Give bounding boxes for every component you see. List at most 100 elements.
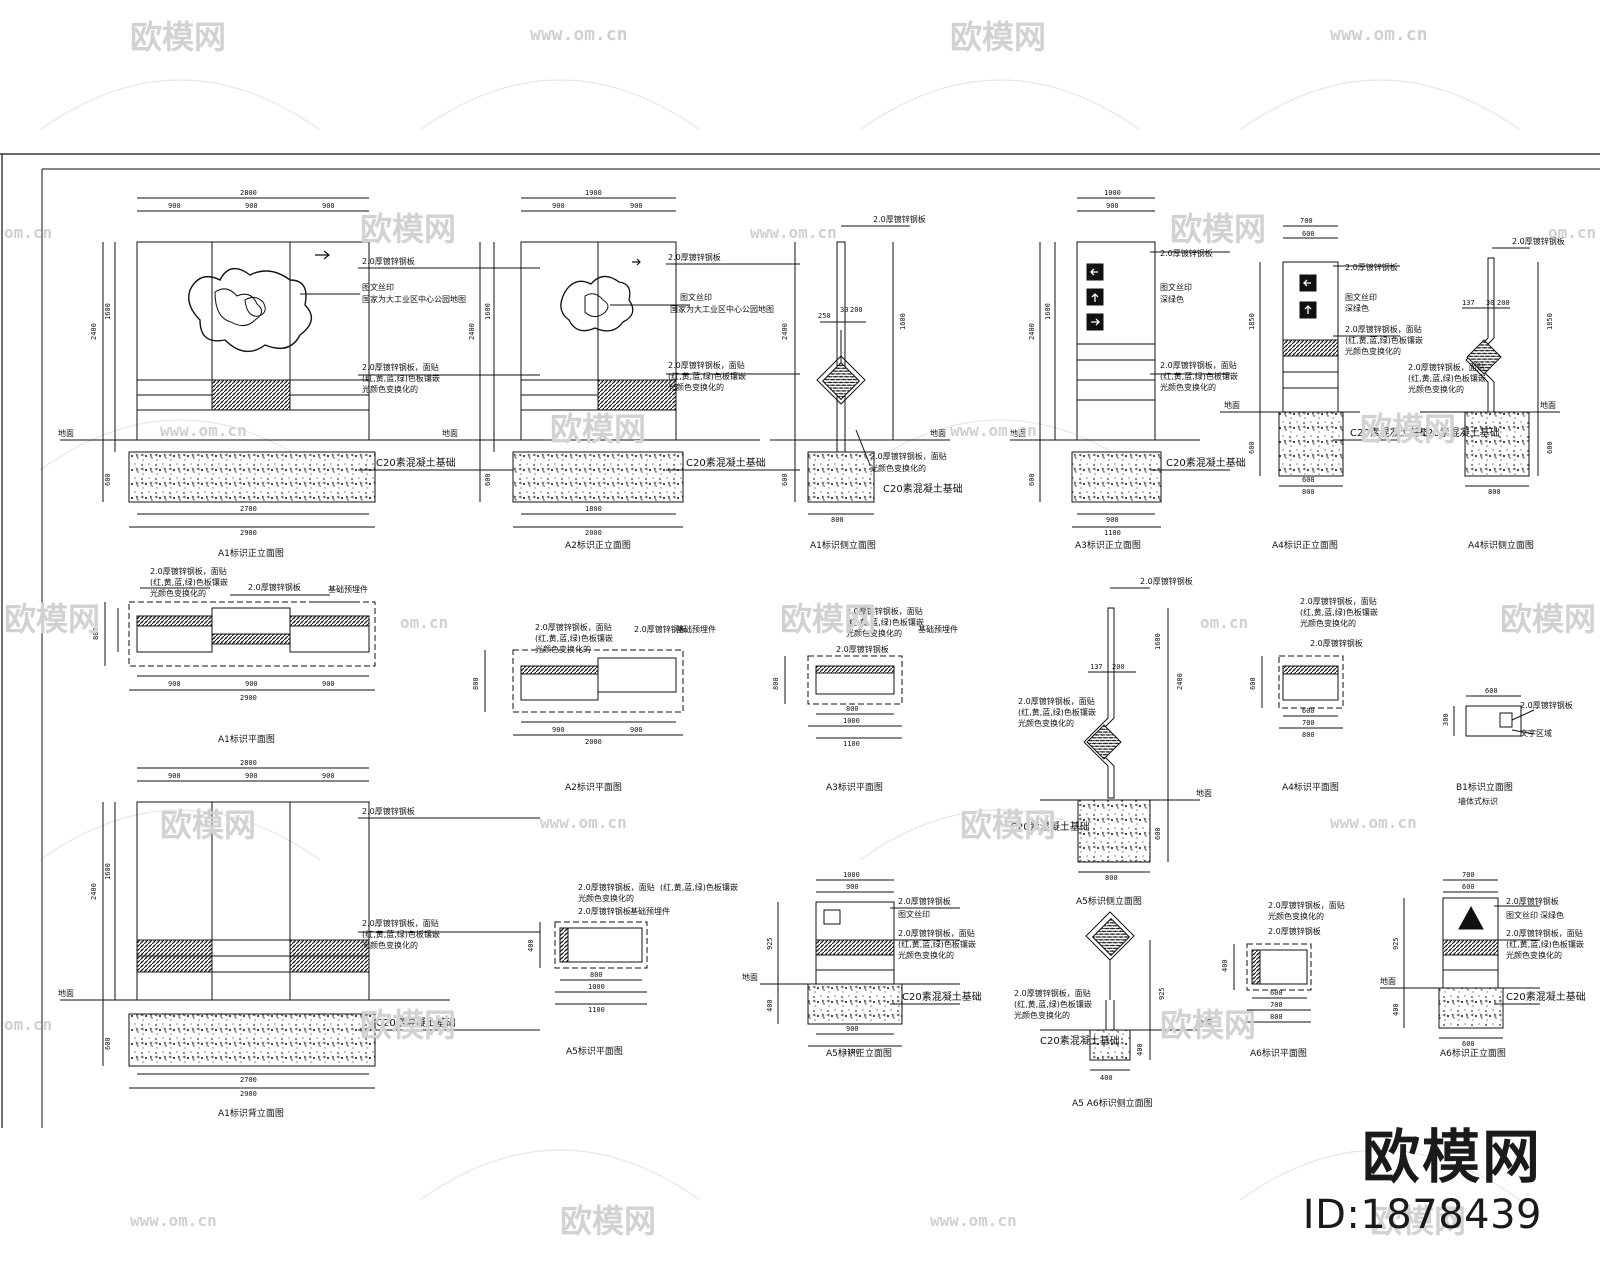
svg-text:925: 925 [766,937,774,950]
a6-front-elevation [1380,879,1540,1039]
svg-text:2.0厚镀锌钢板，面贴: 2.0厚镀锌钢板，面贴 [1345,324,1422,334]
svg-text:光颜色变换化的: 光颜色变换化的 [578,893,634,903]
svg-text:1600: 1600 [484,303,492,320]
svg-text:2400: 2400 [90,323,98,340]
watermark-id: ID:1878439 [1302,1192,1542,1238]
svg-text:欧模网: 欧模网 [130,18,226,56]
b1-notes: 2.0厚镀锌钢板 文字区域 B1标识立面图 墙体式标识 [1456,700,1573,806]
a6-plan [1233,943,1312,1023]
caption-p1: A1标识平面图 [218,733,275,745]
caption-a3: A1标识侧立面图 [810,539,876,551]
svg-text:www.om.cn: www.om.cn [1330,813,1417,832]
caption-b3: A5标识正立面图 [826,1047,892,1059]
watermark-stamps: 欧模网 www.om.cn 欧模网 www.om.cn 欧模网 om.cn ww… [4,18,1596,1240]
svg-text:925: 925 [1392,937,1400,950]
svg-text:(红,黄,蓝,绿)色板镶嵌: (红,黄,蓝,绿)色板镶嵌 [846,617,924,627]
sheet-frame [0,153,1600,1128]
svg-text:2.0厚镀锌钢板: 2.0厚镀锌钢板 [1140,576,1193,586]
svg-text:2400: 2400 [1176,673,1184,690]
a4-side-elevation [1420,247,1560,487]
svg-text:地面: 地面 [742,972,758,982]
svg-text:(红,黄,蓝,绿)色板镶嵌: (红,黄,蓝,绿)色板镶嵌 [150,577,228,587]
svg-text:om.cn: om.cn [400,613,448,632]
svg-text:200: 200 [1497,299,1510,307]
svg-text:om.cn: om.cn [4,223,52,242]
svg-text:(红,黄,蓝,绿)色板镶嵌: (红,黄,蓝,绿)色板镶嵌 [898,939,976,949]
a1-side-elevation [770,225,950,515]
svg-text:地面: 地面 [442,428,458,438]
svg-text:800: 800 [831,516,844,524]
a5a6-side-notes: 2.0厚镀锌钢板，面贴 (红,黄,蓝,绿)色板镶嵌 光颜色变换化的 C20素混凝… [1014,988,1212,1109]
svg-text:2800: 2800 [240,189,257,197]
a6-front-notes: 2.0厚镀锌钢板 图文丝印 深绿色 2.0厚镀锌钢板，面贴 (红,黄,蓝,绿)色… [1380,896,1586,1059]
caption-b1: A1标识背立面图 [218,1107,284,1119]
svg-text:137: 137 [1090,663,1103,671]
svg-text:图文丝印: 图文丝印 [1506,910,1538,920]
caption-p2: A2标识平面图 [565,781,622,793]
a2-plan-notes: 2.0厚镀锌钢板，面贴 (红,黄,蓝,绿)色板镶嵌 光颜色变换化的 2.0厚镀锌… [535,622,716,793]
svg-text:欧模网: 欧模网 [780,600,876,638]
svg-text:欧模网: 欧模网 [160,806,256,844]
svg-text:600: 600 [1462,883,1475,891]
note-concrete: C20素混凝土基础 [376,456,456,469]
svg-text:800: 800 [846,705,859,713]
a6-plan-notes: 2.0厚镀锌钢板，面贴 光颜色变换化的 2.0厚镀锌钢板 A6标识平面图 [1250,900,1345,1059]
svg-text:C20素混凝土基础: C20素混凝土基础 [1010,820,1090,833]
svg-text:C20素混凝土基础: C20素混凝土基础 [1166,456,1246,469]
svg-text:1850: 1850 [1248,313,1256,330]
svg-text:2900: 2900 [240,694,257,702]
svg-text:900: 900 [552,202,565,210]
svg-text:900: 900 [1106,516,1119,524]
svg-text:30: 30 [840,306,848,314]
svg-text:墙体式标识: 墙体式标识 [1458,796,1498,806]
a5a6-side-elevation [1040,911,1200,1071]
svg-text:www.om.cn: www.om.cn [540,813,627,832]
svg-text:600: 600 [104,1037,112,1050]
svg-text:250: 250 [818,312,831,320]
a4-side-notes: 2.0厚镀锌钢板 2.0厚镀锌钢板，面贴 (红,黄,蓝,绿)色板镶嵌 光颜色变换… [1408,236,1565,551]
svg-text:700: 700 [1462,871,1475,879]
svg-text:400: 400 [1392,1003,1400,1016]
svg-text:2900: 2900 [240,529,257,537]
note-steel: 2.0厚镀锌钢板 [362,256,415,266]
svg-text:2.0厚镀锌钢板，面贴: 2.0厚镀锌钢板，面贴 [1268,900,1345,910]
svg-text:900: 900 [846,883,859,891]
svg-text:800: 800 [1302,488,1315,496]
svg-text:C20素混凝土基础: C20素混凝土基础 [883,482,963,495]
svg-text:400: 400 [1136,1043,1144,1056]
svg-text:1000: 1000 [1104,189,1121,197]
svg-text:www.om.cn: www.om.cn [750,223,837,242]
caption-b5: A6标识平面图 [1250,1047,1307,1059]
svg-text:900: 900 [168,680,181,688]
a4-plan-notes: 2.0厚镀锌钢板，面贴 (红,黄,蓝,绿)色板镶嵌 光颜色变换化的 2.0厚镀锌… [1282,596,1378,793]
svg-text:600: 600 [1249,677,1257,690]
svg-text:光颜色变换化的: 光颜色变换化的 [898,950,954,960]
a1-front-elevation [60,197,540,528]
svg-text:欧模网: 欧模网 [560,1202,656,1240]
svg-text:光颜色变换化的: 光颜色变换化的 [668,382,724,392]
a5a6-side-dims: 400 925 400 [1100,987,1166,1082]
a5-front-elevation [760,879,960,1047]
svg-text:基础预埋件: 基础预埋件 [630,906,670,916]
svg-text:2.0厚镀锌钢板: 2.0厚镀锌钢板 [873,214,926,224]
svg-text:www.om.cn: www.om.cn [530,24,628,45]
svg-text:900: 900 [322,772,335,780]
a5-side-notes: 2.0厚镀锌钢板 2.0厚镀锌钢板，面贴 (红,黄,蓝,绿)色板镶嵌 光颜色变换… [1010,576,1212,907]
svg-text:(红,黄,蓝,绿)色板镶嵌: (红,黄,蓝,绿)色板镶嵌 [1014,999,1092,1009]
svg-text:基础预埋件: 基础预埋件 [918,624,958,634]
watermark-layer [39,79,1521,1201]
svg-text:图文丝印: 图文丝印 [1345,292,1377,302]
svg-text:2.0厚镀锌钢板: 2.0厚镀锌钢板 [898,896,951,906]
svg-text:2700: 2700 [240,1076,257,1084]
svg-text:光颜色变换化的: 光颜色变换化的 [1300,618,1356,628]
svg-text:600: 600 [1302,476,1315,484]
a3-plan-notes: 2.0厚镀锌钢板，面贴 (红,黄,蓝,绿)色板镶嵌 光颜色变换化的 2.0厚镀锌… [826,606,958,793]
